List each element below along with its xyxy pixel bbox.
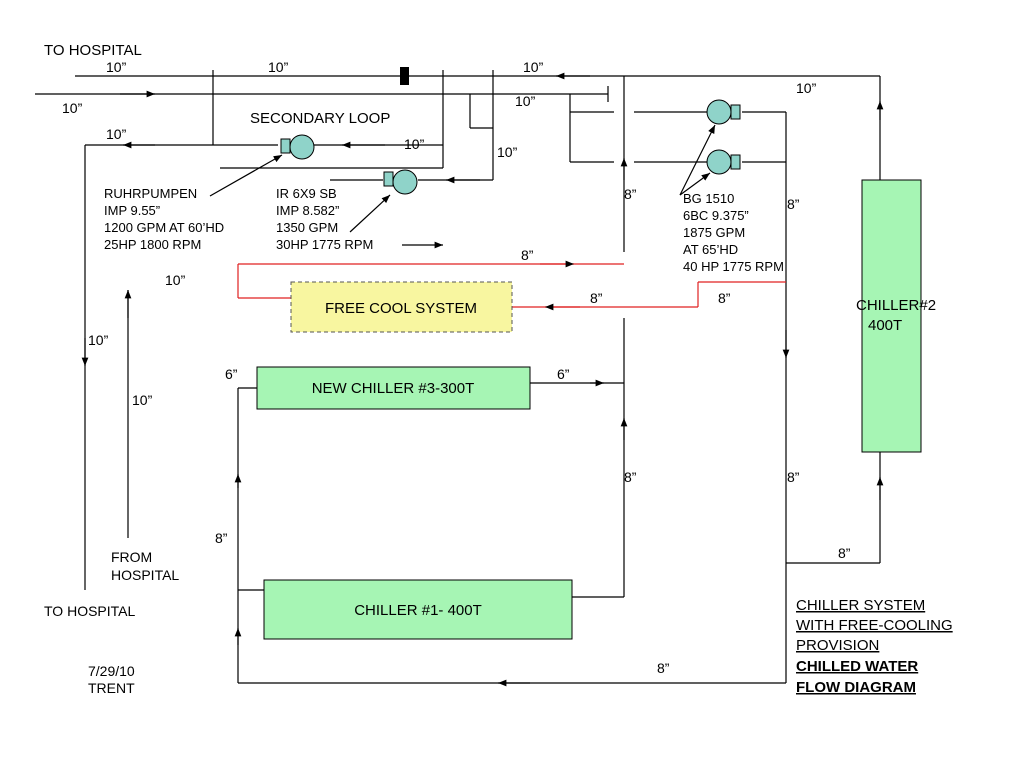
svg-text:IMP 9.55”: IMP 9.55” [104, 203, 160, 218]
flow-arrows [81, 72, 884, 687]
title-line-3: PROVISION [796, 637, 879, 654]
svg-text:IMP 8.582”: IMP 8.582” [276, 203, 339, 218]
from-hospital-label-1: FROM [111, 549, 152, 565]
free-cool-system-box [290, 281, 513, 333]
pipe-size-label: 10” [515, 93, 536, 109]
free-cool-arrows [540, 260, 580, 311]
pump-ir-icon [383, 169, 418, 195]
pump-bg-lower-icon [706, 149, 741, 175]
pipe-size-label: 8” [624, 469, 637, 485]
chiller-2-label-line2: 400T [868, 317, 902, 334]
date-label: 7/29/10 [88, 663, 135, 679]
to-hospital-bottom-label: TO HOSPITAL [44, 603, 135, 619]
pump-pointers [209, 124, 716, 233]
pump-bg-upper-icon [706, 99, 741, 125]
pipe-size-label: 10” [523, 59, 544, 75]
pipe-size-label: 8” [838, 545, 851, 561]
valve-icon [400, 67, 409, 85]
pipe-size-label: 6” [225, 366, 238, 382]
author-label: TRENT [88, 680, 135, 696]
svg-text:40 HP 1775 RPM: 40 HP 1775 RPM [683, 259, 784, 274]
svg-text:1350 GPM: 1350 GPM [276, 220, 338, 235]
free-cool-system-label: FREE COOL SYSTEM [325, 300, 477, 317]
title-line-2: WITH FREE-COOLING [796, 617, 953, 634]
title-line-1: CHILLER SYSTEM [796, 597, 925, 614]
title-line-5: FLOW DIAGRAM [796, 679, 916, 696]
chiller-2-label-line1: CHILLER#2 [856, 297, 936, 314]
pipe-size-label: 10” [796, 80, 817, 96]
title-block: CHILLER SYSTEM WITH FREE-COOLING PROVISI… [796, 597, 953, 696]
pipe-size-label: 10” [106, 59, 127, 75]
pipe-size-label: 10” [88, 332, 109, 348]
svg-text:RUHRPUMPEN: RUHRPUMPEN [104, 186, 197, 201]
title-line-4: CHILLED WATER [796, 658, 918, 675]
chiller-3-box [256, 366, 531, 410]
pipe-size-label: 8” [624, 186, 637, 202]
chiller-2-box [861, 179, 922, 453]
pipe-size-labels: 10” 10” 10” 10” 10” 10” 10” 10” 10” 10” … [62, 59, 851, 676]
to-hospital-top-label: TO HOSPITAL [44, 42, 142, 59]
svg-text:1200 GPM AT 60’HD: 1200 GPM AT 60’HD [104, 220, 224, 235]
pipe-size-label: 10” [268, 59, 289, 75]
pipe-size-label: 8” [787, 196, 800, 212]
bg-pump-spec: BG 1510 6BC 9.375” 1875 GPM AT 65’HD 40 … [683, 191, 784, 274]
pipe-size-label: 10” [62, 100, 83, 116]
svg-text:IR 6X9 SB: IR 6X9 SB [276, 186, 337, 201]
pipe-size-label: 10” [132, 392, 153, 408]
svg-text:25HP 1800 RPM: 25HP 1800 RPM [104, 237, 201, 252]
chiller-1-box [263, 579, 573, 640]
pipe-size-label: 8” [657, 660, 670, 676]
svg-text:1875 GPM: 1875 GPM [683, 225, 745, 240]
pipe-size-label: 8” [787, 469, 800, 485]
pipe-size-label: 10” [106, 126, 127, 142]
svg-text:6BC 9.375”: 6BC 9.375” [683, 208, 749, 223]
pipe-size-label: 10” [497, 144, 518, 160]
pump-ruhrpumpen-icon [280, 134, 315, 160]
svg-text:30HP 1775 RPM: 30HP 1775 RPM [276, 237, 373, 252]
pipe-size-label: 8” [215, 530, 228, 546]
svg-text:AT 65’HD: AT 65’HD [683, 242, 738, 257]
pipe-size-label: 8” [590, 290, 603, 306]
from-hospital-label-2: HOSPITAL [111, 567, 179, 583]
pipe-size-label: 10” [404, 136, 425, 152]
pipe-size-label: 6” [557, 366, 570, 382]
ir-pump-spec: IR 6X9 SB IMP 8.582” 1350 GPM 30HP 1775 … [276, 186, 373, 252]
pipe-size-label: 8” [718, 290, 731, 306]
pipe-size-label: 10” [165, 272, 186, 288]
chiller-1-label: CHILLER #1- 400T [354, 602, 482, 619]
chiller-3-label: NEW CHILLER #3-300T [312, 380, 475, 397]
secondary-loop-label: SECONDARY LOOP [250, 110, 390, 127]
pipe-size-label: 8” [521, 247, 534, 263]
svg-text:BG 1510: BG 1510 [683, 191, 734, 206]
ruhrpumpen-spec: RUHRPUMPEN IMP 9.55” 1200 GPM AT 60’HD 2… [104, 186, 224, 252]
